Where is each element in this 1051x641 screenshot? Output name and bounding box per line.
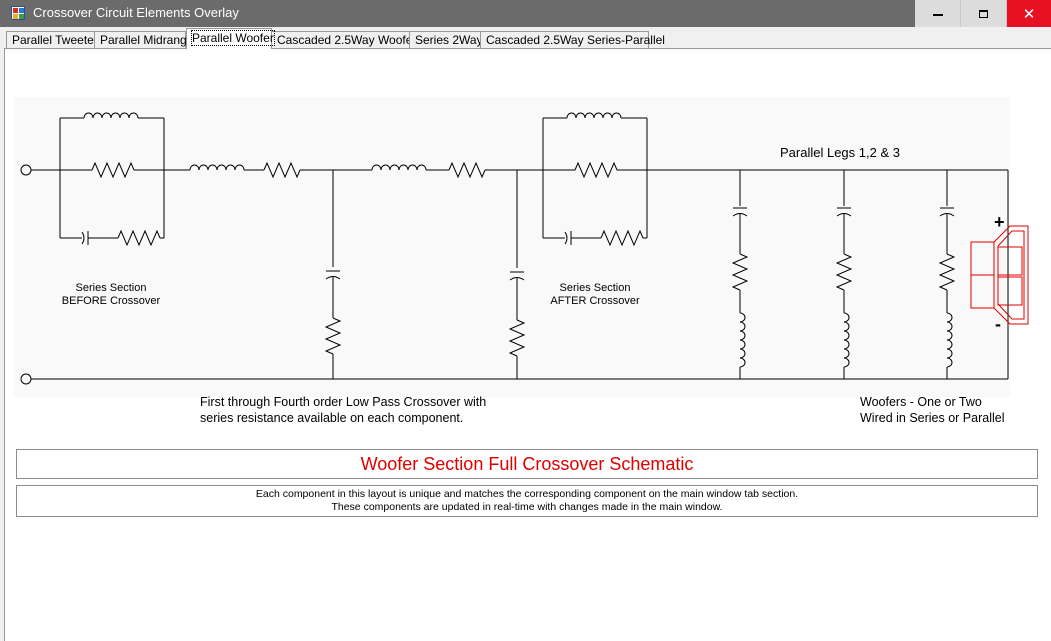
woofers-wiring-note: Woofers - One or Two Wired in Series or … [860,395,1005,425]
info-note-box: Each component in this layout is unique … [16,485,1038,517]
minimize-button[interactable] [915,0,961,27]
woofer-speaker-icon [970,225,1029,325]
info-note-line-1: Each component in this layout is unique … [255,488,799,500]
minimize-icon [932,13,943,16]
resistor-before [91,161,135,179]
resistor-l1 [263,161,301,179]
schematic-heading: Woofer Section Full Crossover Schematic [360,453,694,474]
inductor-l1 [189,164,245,171]
inductor-after [566,112,622,119]
series-before-label: Series Section BEFORE Crossover [61,282,161,307]
inductor-before [83,112,139,119]
capacitor-before [81,231,85,245]
tab-series-2way[interactable]: Series 2Way [409,31,483,49]
resistor-c2 [508,319,526,357]
parallel-leg-2 [835,170,853,379]
minus-terminal-label: - [995,314,1001,334]
crossover-description: First through Fourth order Low Pass Cros… [200,395,487,425]
resistor-c1 [324,317,342,355]
tab-cascaded-2-5way-series-parallel[interactable]: Cascaded 2.5Way Series-Parallel [480,31,665,49]
resistor-l2 [448,161,486,179]
resistor-after [574,161,618,179]
series-before-network [59,112,190,247]
tab-strip: Parallel Tweeter Parallel Midrange Paral… [0,27,1051,49]
parallel-legs-label: Parallel Legs 1,2 & 3 [780,145,900,160]
parallel-leg-3 [938,170,956,379]
parallel-leg-1 [731,170,749,379]
schematic-heading-box: Woofer Section Full Crossover Schematic [16,449,1038,479]
input-terminal-positive [20,164,32,176]
inductor-l2 [371,164,427,171]
capacitor-series-resistor-before [117,229,161,247]
close-button[interactable]: ✕ [1007,0,1051,27]
series-after-network [542,112,1008,247]
window-title: Crossover Circuit Elements Overlay [33,5,239,20]
capacitor-series-resistor-after [600,229,644,247]
series-after-label: Series Section AFTER Crossover [550,282,640,307]
tab-parallel-midrange[interactable]: Parallel Midrange [94,31,193,49]
close-icon: ✕ [1022,5,1036,23]
info-note-line-2: These components are updated in real-tim… [331,501,723,513]
tab-parallel-woofer[interactable]: Parallel Woofer [186,28,275,49]
tab-parallel-tweeter[interactable]: Parallel Tweeter [6,31,98,49]
app-icon [11,6,25,20]
title-bar: Crossover Circuit Elements Overlay ✕ [0,0,1051,27]
maximize-icon [979,9,988,18]
capacitor-after [564,231,568,245]
input-terminal-negative [20,373,32,385]
maximize-button[interactable] [961,0,1007,27]
plus-terminal-label: + [994,212,1005,232]
panel-left-edge [0,48,4,641]
